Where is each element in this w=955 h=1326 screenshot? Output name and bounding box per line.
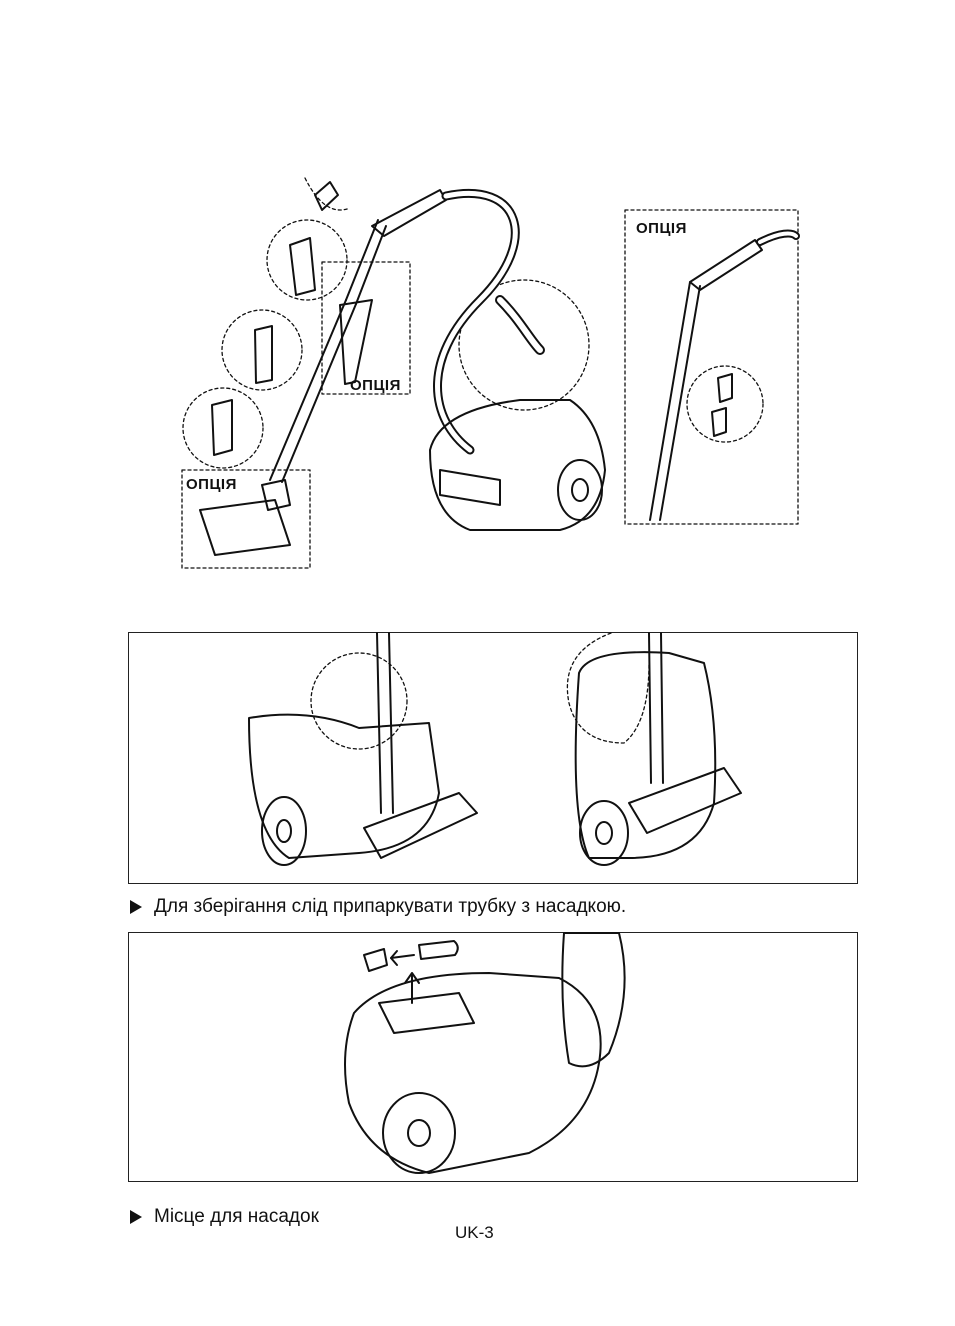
storage-drawing (129, 633, 857, 883)
assembly-drawing (0, 0, 955, 600)
option-label-nozzle: ОПЦІЯ (186, 476, 237, 493)
storage-caption: Для зберігання слід припаркувати трубку … (130, 896, 626, 918)
accessory-panel (128, 932, 858, 1182)
option-label-tool: ОПЦІЯ (350, 377, 401, 394)
accessory-caption-text: Місце для насадок (154, 1206, 319, 1228)
option-box-telescopic (625, 210, 798, 524)
option-label-telescopic: ОПЦІЯ (636, 220, 687, 237)
page-number: UK-3 (455, 1223, 494, 1243)
accessory-drawing (129, 933, 857, 1181)
bullet-arrow-icon (130, 900, 142, 914)
accessory-caption: Місце для насадок (130, 1206, 319, 1228)
bullet-arrow-icon (130, 1210, 142, 1224)
storage-caption-text: Для зберігання слід припаркувати трубку … (154, 896, 626, 918)
storage-panel (128, 632, 858, 884)
